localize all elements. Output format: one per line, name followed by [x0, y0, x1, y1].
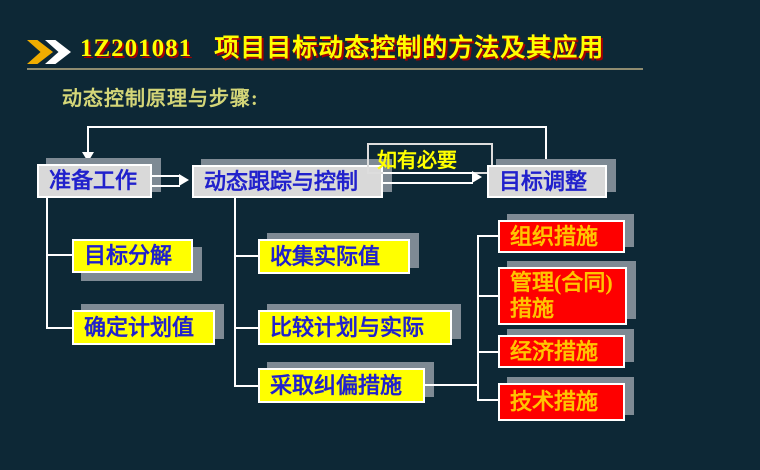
slide-title: 1Z201081 项目目标动态控制的方法及其应用	[80, 28, 720, 64]
connector-stub-plan-value	[46, 327, 72, 329]
connector-tracking-vertical	[234, 198, 236, 387]
connector-feedback-right	[545, 126, 547, 165]
box-collect-actual: 收集实际值	[258, 239, 410, 274]
box-target-decompose: 目标分解	[72, 239, 193, 273]
course-code: 1Z201081	[80, 35, 193, 62]
connector-correct-to-measures	[425, 384, 479, 386]
arrowhead-into-tracking	[179, 174, 189, 186]
box-dynamic-tracking: 动态跟踪与控制	[192, 165, 383, 198]
box-determine-plan-value: 确定计划值	[72, 310, 215, 345]
connector-tracking-to-adjust	[383, 172, 473, 184]
arrowhead-into-adjust	[472, 171, 482, 183]
connector-feedback-left	[87, 126, 89, 154]
connector-prepare-to-tracking	[152, 175, 180, 187]
connector-stub-collect	[234, 255, 258, 257]
slide-subtitle: 动态控制原理与步骤:	[62, 88, 259, 110]
connector-stub-tech	[477, 399, 498, 401]
connector-stub-mgmt	[477, 295, 498, 297]
connector-stub-econ	[477, 351, 498, 353]
title-text: 项目目标动态控制的方法及其应用	[214, 35, 605, 62]
box-target-adjust: 目标调整	[487, 165, 607, 198]
label-if-necessary: 如有必要	[367, 143, 493, 174]
connector-stub-compare	[234, 327, 258, 329]
box-economic-measures: 经济措施	[498, 335, 625, 368]
box-prepare-work: 准备工作	[37, 164, 152, 198]
connector-measures-vertical	[477, 235, 479, 401]
connector-stub-correct	[234, 385, 258, 387]
connector-stub-org	[477, 235, 498, 237]
box-compare-plan-actual: 比较计划与实际	[258, 310, 452, 345]
box-technical-measures: 技术措施	[498, 383, 625, 421]
box-management-measures: 管理(合同)措施	[498, 267, 627, 325]
connector-feedback-top	[87, 126, 547, 128]
title-divider	[27, 68, 643, 70]
box-org-measures: 组织措施	[498, 220, 625, 253]
arrowhead-into-prepare	[82, 152, 94, 162]
connector-prepare-vertical	[46, 198, 48, 329]
connector-stub-decompose	[46, 254, 72, 256]
box-corrective-action: 采取纠偏措施	[258, 368, 425, 403]
